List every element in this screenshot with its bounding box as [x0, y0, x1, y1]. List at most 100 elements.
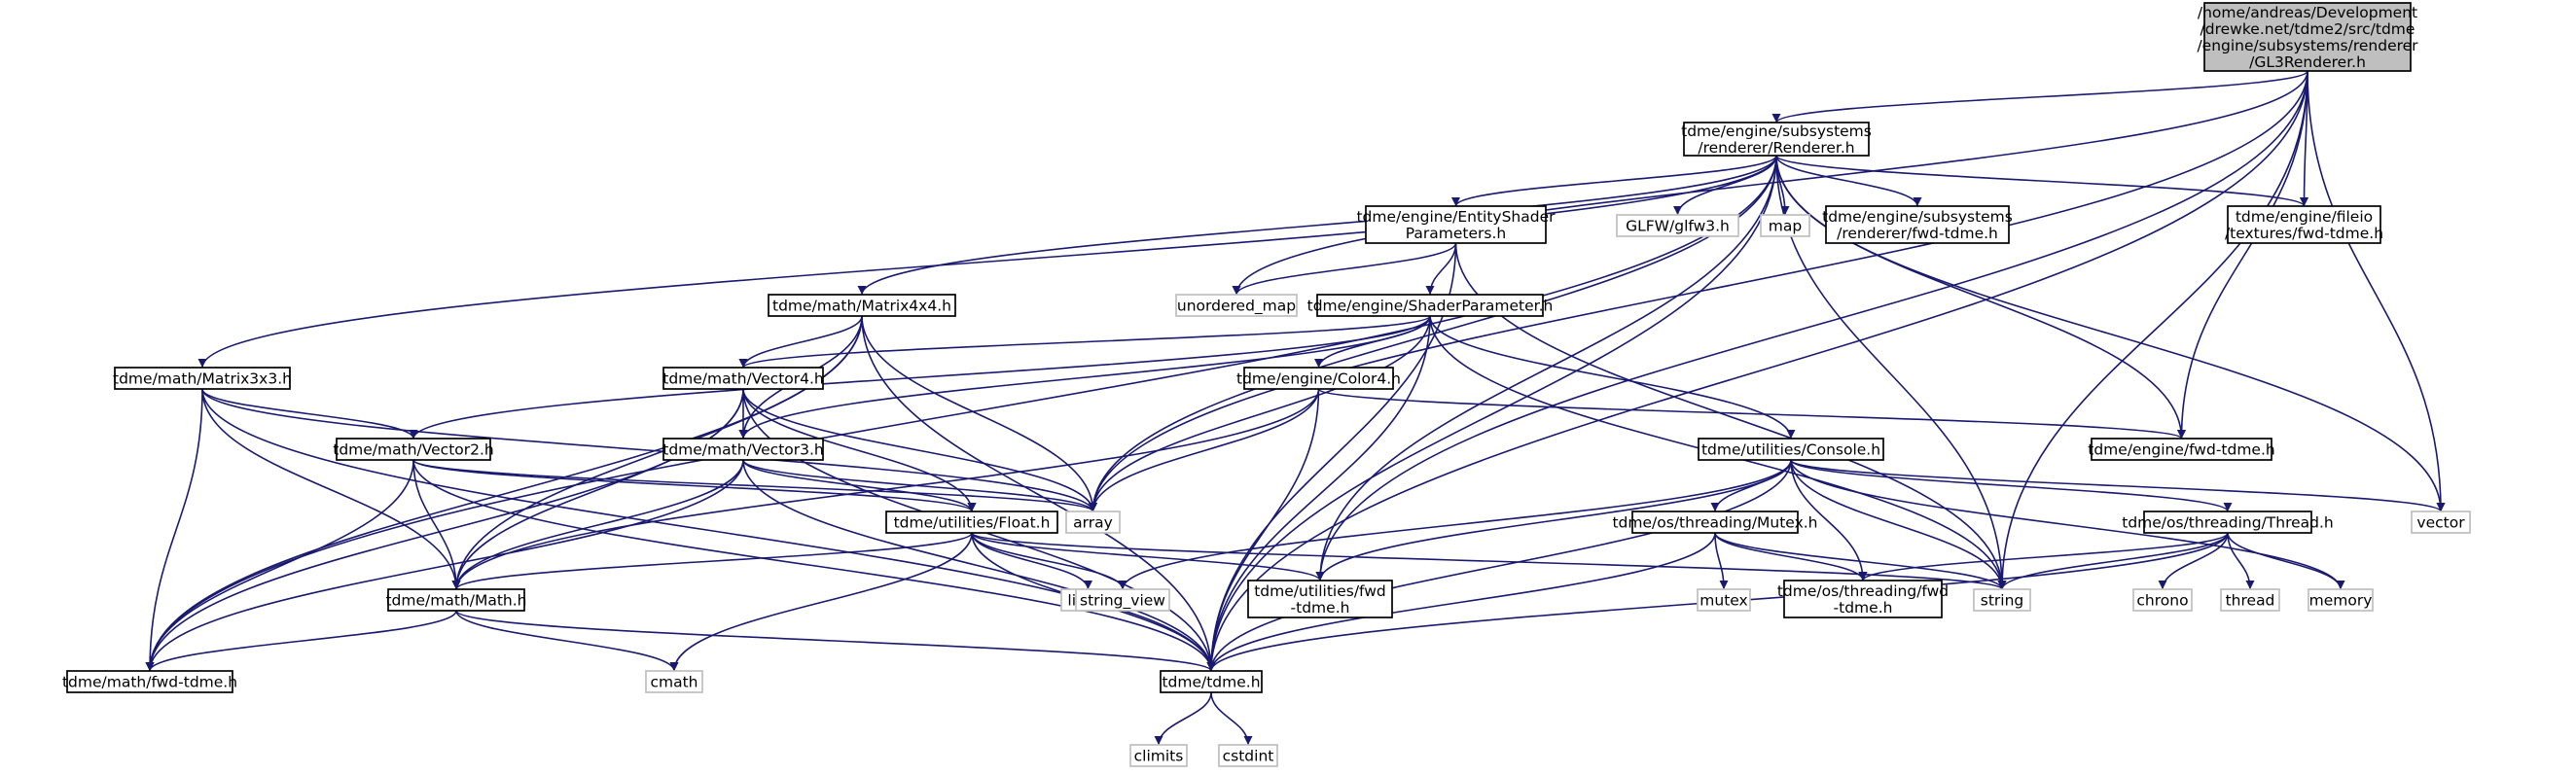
edge-root-to-ufwd	[1315, 70, 2308, 581]
node-m44[interactable]: tdme/math/Matrix4x4.h	[768, 294, 956, 317]
edge-v2-to-array	[412, 459, 1097, 512]
edge-v3-to-mfwd	[145, 459, 744, 672]
node-rfwd[interactable]: tdme/engine/subsystems/renderer/fwd-tdme…	[1822, 205, 2013, 244]
node-box	[2203, 2, 2412, 72]
node-v4[interactable]: tdme/math/Vector4.h	[662, 367, 824, 390]
edge-sp-to-array	[1089, 315, 1431, 512]
node-ufwd[interactable]: tdme/utilities/fwd-tdme.h	[1247, 580, 1393, 618]
node-m33[interactable]: tdme/math/Matrix3x3.h	[113, 367, 292, 390]
node-box	[2132, 588, 2193, 612]
edge-v4-to-mfwd	[145, 388, 744, 672]
node-box	[645, 670, 703, 693]
node-label-line: /engine/subsystems/renderer	[2197, 37, 2418, 54]
node-box	[1616, 214, 1739, 237]
node-box	[2091, 438, 2272, 461]
node-tfwd[interactable]: tdme/os/threading/fwd-tdme.h	[1777, 580, 1949, 618]
node-v3[interactable]: tdme/math/Vector3.h	[662, 438, 824, 461]
edge-console-to-string	[1790, 459, 2007, 590]
node-root[interactable]: /home/andreas/Development/drewke.net/tdm…	[2197, 2, 2418, 72]
node-box	[1631, 511, 1799, 534]
node-label-line: tdme/tdme.h	[1162, 674, 1260, 691]
edge-thread-to-threads	[2227, 532, 2255, 590]
node-map: map	[1760, 214, 1810, 237]
node-label-line: string_view	[1080, 592, 1165, 611]
node-math[interactable]: tdme/math/Math.h	[385, 588, 527, 612]
node-umap: unordered_map	[1175, 294, 1298, 317]
node-label-line: tdme/engine/ShaderParameter.h	[1307, 298, 1554, 315]
node-label-line: tdme/math/Matrix4x4.h	[772, 298, 951, 315]
edge-v3-to-math	[451, 459, 744, 590]
node-threads: thread	[2220, 588, 2280, 612]
node-box	[1697, 588, 1751, 612]
edge-c4-to-tdme	[1206, 388, 1320, 672]
edge-math-to-mfwd	[145, 610, 457, 672]
edge-renderer-to-glfw	[1673, 155, 1777, 216]
edge-sp-to-v2	[409, 315, 1431, 440]
edge-renderer-to-mfwd	[145, 155, 1777, 672]
node-mutex[interactable]: tdme/os/threading/Mutex.h	[1612, 511, 1818, 534]
node-box	[114, 367, 291, 390]
edge-float-to-sview	[971, 532, 1127, 590]
edge-v2-to-tdme	[412, 459, 1216, 672]
node-label-line: tdme/engine/Color4.h	[1236, 370, 1401, 388]
node-box	[1247, 580, 1393, 618]
node-v2[interactable]: tdme/math/Vector2.h	[333, 438, 494, 461]
edge-root-to-umap	[1232, 70, 2308, 296]
edge-thread-to-chrono	[2158, 532, 2229, 590]
node-c4[interactable]: tdme/engine/Color4.h	[1236, 367, 1401, 390]
edge-m33-to-math	[201, 388, 461, 590]
edge-console-to-ufwd	[1315, 459, 1792, 581]
node-float[interactable]: tdme/utilities/Float.h	[885, 511, 1058, 534]
node-label-line: tdme/math/Math.h	[385, 592, 526, 610]
edge-v4-to-array	[742, 388, 1097, 512]
node-box	[336, 438, 491, 461]
node-sp[interactable]: tdme/engine/ShaderParameter.h	[1307, 294, 1554, 317]
node-label-line: memory	[2309, 592, 2373, 610]
node-label-line: tdme/engine/subsystems	[1822, 208, 2013, 226]
node-box	[1783, 580, 1943, 618]
node-label-line: mutex	[1699, 592, 1747, 610]
node-label-line: vector	[2416, 514, 2465, 532]
edge-renderer-to-ufwd	[1315, 155, 1777, 581]
node-label-line: tdme/engine/EntityShader	[1356, 208, 1556, 226]
edge-m33-to-tdme	[201, 388, 1216, 672]
edge-renderer-to-efwd	[1775, 155, 2186, 440]
node-box	[66, 670, 233, 693]
node-label-line: /drewke.net/tdme2/src/tdme	[2200, 20, 2415, 38]
edge-v3-to-array	[742, 459, 1097, 512]
node-label-line: GLFW/glfw3.h	[1626, 218, 1730, 235]
edge-math-to-cmath	[455, 610, 679, 672]
node-label-line: cstdint	[1223, 748, 1274, 765]
node-efwd[interactable]: tdme/engine/fwd-tdme.h	[2088, 438, 2275, 461]
node-box	[387, 588, 525, 612]
node-fileio[interactable]: tdme/engine/fileio/textures/fwd-tdme.h	[2225, 205, 2383, 244]
edge-v2-to-math	[412, 459, 461, 590]
node-label-line: tdme/math/Matrix3x3.h	[113, 370, 292, 388]
node-console[interactable]: tdme/utilities/Console.h	[1698, 438, 1884, 461]
node-label-line: tdme/math/fwd-tdme.h	[62, 674, 237, 691]
node-tdme[interactable]: tdme/tdme.h	[1160, 670, 1263, 693]
edge-v2-to-float	[412, 459, 977, 512]
edge-root-to-efwd	[2177, 70, 2308, 440]
edge-renderer-to-vector	[1775, 155, 2446, 512]
node-label-line: climits	[1134, 748, 1184, 765]
node-label-line: tdme/os/threading/fwd	[1777, 582, 1949, 600]
node-label-line: -tdme.h	[1291, 599, 1350, 616]
node-renderer[interactable]: tdme/engine/subsystems/renderer/Renderer…	[1681, 122, 1872, 157]
node-label-line: /GL3Renderer.h	[2249, 53, 2366, 71]
node-mfwd[interactable]: tdme/math/fwd-tdme.h	[62, 670, 237, 693]
edge-float-to-cmath	[669, 532, 973, 672]
edge-renderer-to-m44	[857, 155, 1777, 296]
node-label-line: tdme/engine/subsystems	[1681, 123, 1872, 140]
node-box	[1760, 214, 1810, 237]
node-box	[1175, 294, 1298, 317]
node-box	[1218, 744, 1278, 767]
edge-tdme-to-cstdint	[1210, 691, 1253, 746]
node-box	[662, 367, 824, 390]
node-cmath: cmath	[645, 670, 703, 693]
edge-thread-to-memory	[2227, 532, 2345, 590]
node-thread[interactable]: tdme/os/threading/Thread.h	[2122, 511, 2334, 534]
node-label-line: tdme/utilities/Console.h	[1701, 441, 1880, 459]
